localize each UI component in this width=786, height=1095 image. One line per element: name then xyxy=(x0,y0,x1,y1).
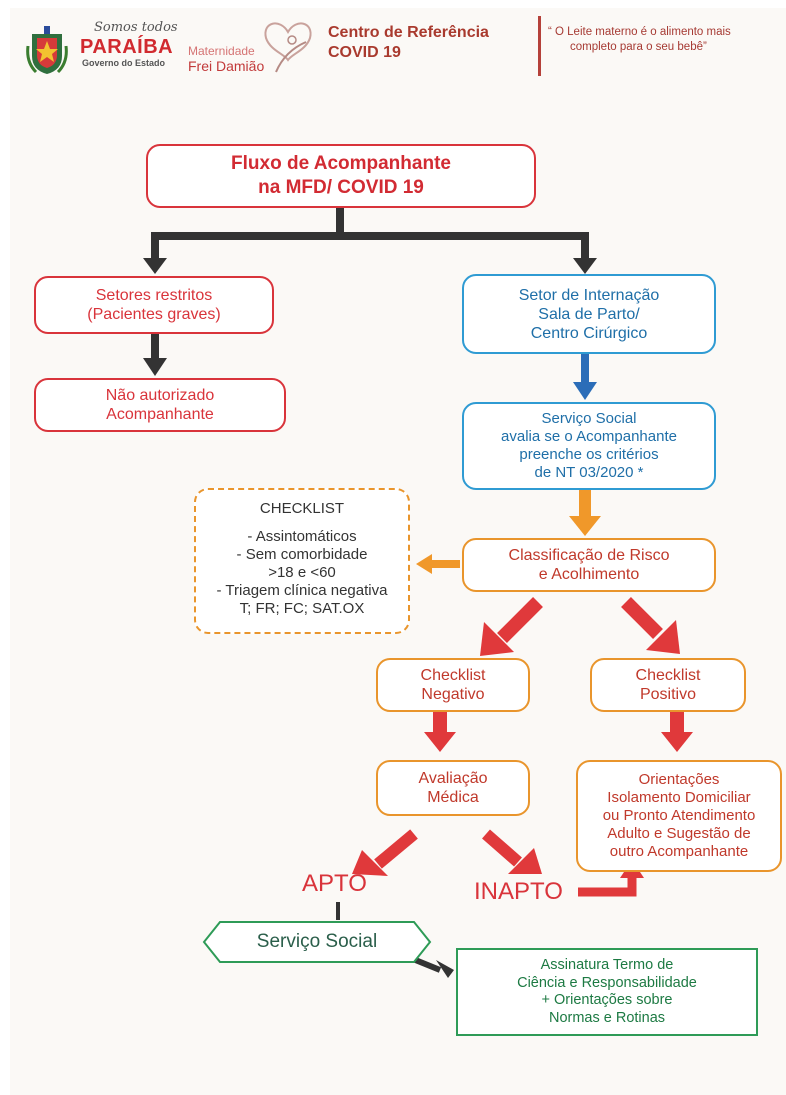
checklist-positive-node: Checklist Positivo xyxy=(590,658,746,712)
signature-node: Assinatura Termo de Ciência e Responsabi… xyxy=(456,948,758,1036)
admission-sector-node: Setor de Internação Sala de Parto/ Centr… xyxy=(462,274,716,354)
arrowhead-positive xyxy=(646,620,680,654)
arrowhead-denied xyxy=(143,358,167,376)
arrowhead-risk xyxy=(569,516,601,536)
checklist-item-1: - Assintomáticos xyxy=(247,528,357,545)
not-authorized-line-1: Não autorizado xyxy=(105,387,215,404)
guidance-line-3: ou Pronto Atendimento xyxy=(602,807,756,824)
arrow-risk-to-negative xyxy=(497,597,543,643)
risk-classification-node: Classificação de Risco e Acolhimento xyxy=(462,538,716,592)
apto-label: APTO xyxy=(302,870,367,897)
social-line-1: Serviço Social xyxy=(541,410,637,427)
arrow-risk-to-positive xyxy=(621,597,663,639)
restricted-line-1: Setores restritos xyxy=(95,287,213,304)
connector-layer xyxy=(143,208,693,978)
reference-title-2: COVID 19 xyxy=(328,44,401,61)
restricted-sectors-node: Setores restritos (Pacientes graves) xyxy=(34,276,274,334)
social-line-2: avalia se o Acompanhante xyxy=(501,428,677,445)
arrow-inapto-to-guidance xyxy=(578,876,637,897)
flyer-page: Somos todos PARAÍBA Governo do Estado Ma… xyxy=(10,8,786,1095)
checklist-item-5: T; FR; FC; SAT.OX xyxy=(239,600,365,617)
arrowhead-inapto xyxy=(508,848,542,874)
flow-title: Fluxo de Acompanhante na MFD/ COVID 19 xyxy=(146,144,536,208)
arrowhead-negative xyxy=(480,622,514,656)
flow-title-line-2: na MFD/ COVID 19 xyxy=(258,177,424,198)
maternity-name: Frei Damião xyxy=(188,58,265,74)
checklist-negative-node: Checklist Negativo xyxy=(376,658,530,712)
maternity-label: Maternidade xyxy=(188,44,255,58)
checklist-item-4: - Triagem clínica negativa xyxy=(216,582,388,599)
arrowhead-admission xyxy=(573,258,597,274)
state-tagline: Somos todos xyxy=(94,20,178,35)
arrowhead-checklist xyxy=(416,554,432,574)
risk-line-1: Classificação de Risco xyxy=(508,547,670,564)
social-service-final-shape xyxy=(202,921,432,963)
arrowhead-apto xyxy=(352,850,388,876)
quote-line-1: “ O Leite materno é o alimento mais xyxy=(548,26,731,38)
state-subtitle: Governo do Estado xyxy=(82,58,166,68)
medical-line-2: Médica xyxy=(427,789,479,806)
restricted-line-2: (Pacientes graves) xyxy=(87,306,221,323)
guidance-line-5: outro Acompanhante xyxy=(609,843,749,860)
guidance-line-2: Isolamento Domiciliar xyxy=(607,789,751,806)
not-authorized-line-2: Acompanhante xyxy=(106,406,214,423)
connector-title-split xyxy=(155,208,585,240)
checklist-item-3: >18 e <60 xyxy=(268,564,336,581)
arrowhead-guidance xyxy=(661,732,693,752)
negative-line-1: Checklist xyxy=(420,667,486,684)
guidance-line-1: Orientações xyxy=(638,771,720,788)
positive-line-2: Positivo xyxy=(639,686,697,703)
state-coat-of-arms-icon xyxy=(26,26,68,76)
reference-title-1: Centro de Referência xyxy=(328,24,489,41)
social-line-3: preenche os critérios xyxy=(519,446,659,463)
flow-title-line-1: Fluxo de Acompanhante xyxy=(231,153,451,174)
risk-line-2: e Acolhimento xyxy=(538,566,640,583)
signature-line-4: Normas e Rotinas xyxy=(548,1009,666,1026)
arrowhead-signature xyxy=(436,960,454,978)
quote-line-2: completo para o seu bebê” xyxy=(570,41,707,53)
signature-line-1: Assinatura Termo de xyxy=(540,957,674,973)
medical-line-1: Avaliação xyxy=(418,770,488,787)
signature-line-2: Ciência e Responsabilidade xyxy=(517,974,697,991)
checklist-node: CHECKLIST - Assintomáticos - Sem comorbi… xyxy=(194,488,410,634)
maternity-logo-icon xyxy=(258,14,318,76)
guidance-line-4: Adulto e Sugestão de xyxy=(607,825,751,842)
state-name: PARAÍBA xyxy=(80,36,174,58)
medical-evaluation-node: Avaliação Médica xyxy=(376,760,530,816)
social-service-final-label: Serviço Social xyxy=(256,931,378,952)
admission-line-2: Sala de Parto/ xyxy=(538,305,640,323)
guidance-node: Orientações Isolamento Domiciliar ou Pro… xyxy=(576,760,782,872)
signature-line-3: + Orientações sobre xyxy=(541,992,673,1008)
arrowhead-restricted xyxy=(143,258,167,274)
social-service-evaluation-node: Serviço Social avalia se o Acompanhante … xyxy=(462,402,716,490)
inapto-label: INAPTO xyxy=(474,878,563,905)
arrow-medical-to-inapto xyxy=(482,829,522,867)
arrowhead-medical xyxy=(424,732,456,752)
arrowhead-social xyxy=(573,382,597,400)
checklist-title: CHECKLIST xyxy=(259,500,345,517)
header-divider xyxy=(538,16,541,76)
admission-line-1: Setor de Internação xyxy=(518,286,660,304)
social-line-4: de NT 03/2020 * xyxy=(534,464,644,481)
admission-line-3: Centro Cirúrgico xyxy=(530,324,648,342)
checklist-item-2: - Sem comorbidade xyxy=(236,546,368,563)
negative-line-2: Negativo xyxy=(421,686,485,703)
arrow-medical-to-apto xyxy=(374,829,418,869)
not-authorized-node: Não autorizado Acompanhante xyxy=(34,378,286,432)
positive-line-1: Checklist xyxy=(635,667,701,684)
